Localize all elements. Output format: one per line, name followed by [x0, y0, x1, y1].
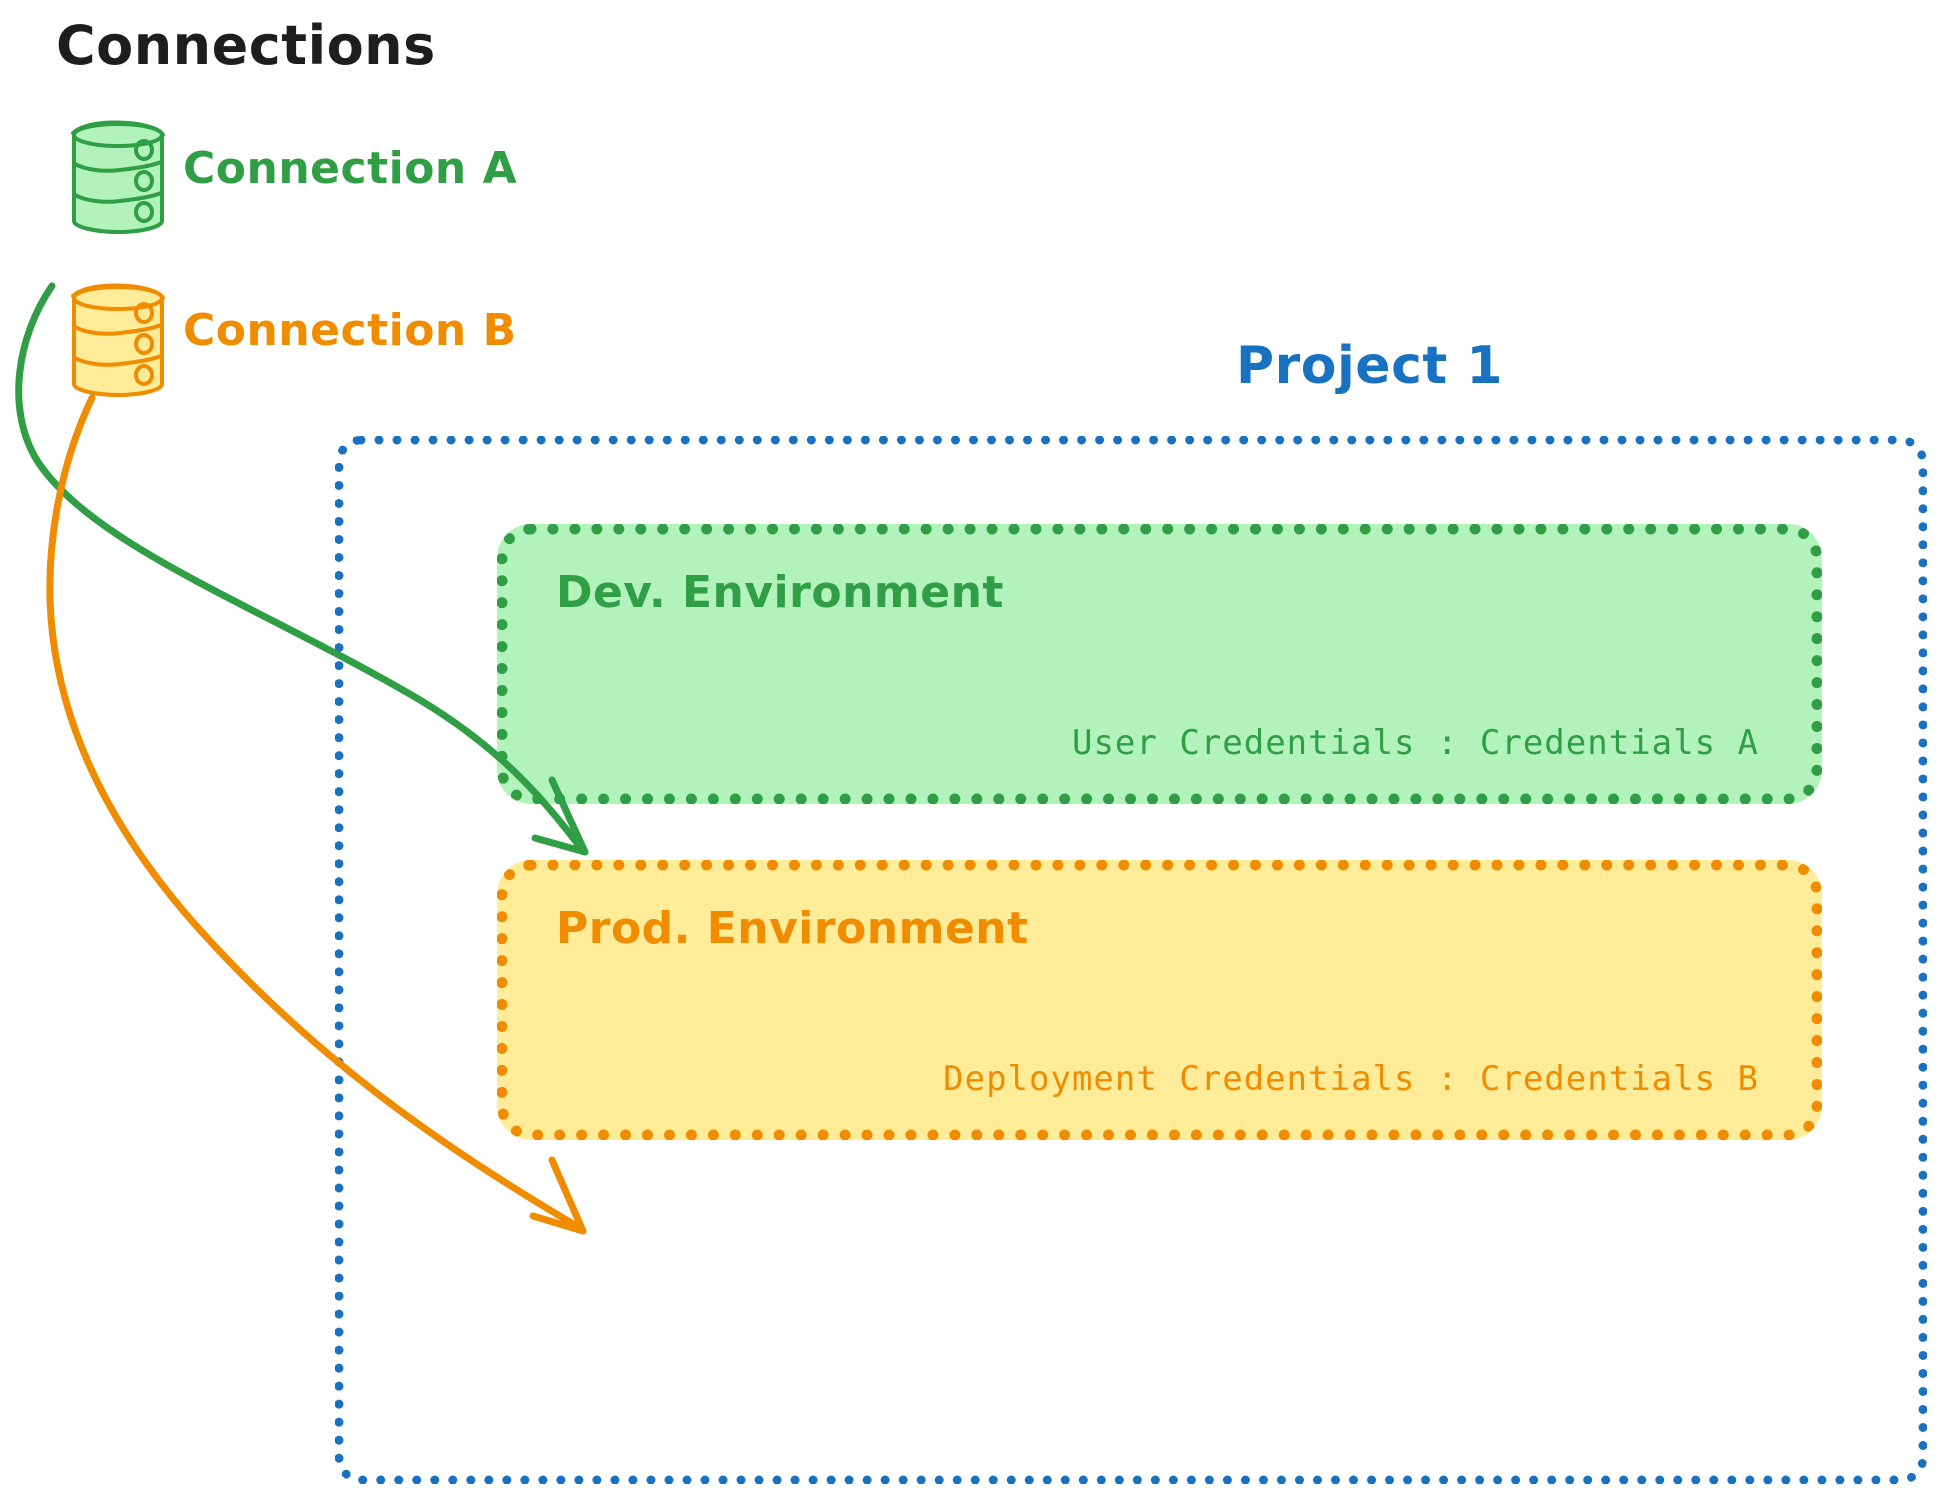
database-icon	[71, 120, 165, 234]
prod-environment-box[interactable]: Prod. Environment Deployment Credentials…	[497, 860, 1822, 1140]
connection-a-label: Connection A	[183, 143, 518, 194]
connection-b-label: Connection B	[183, 305, 517, 356]
database-icon	[71, 283, 165, 397]
dev-environment-title: Dev. Environment	[556, 567, 1004, 618]
connections-heading: Connections	[56, 14, 436, 77]
prod-environment-title: Prod. Environment	[556, 903, 1029, 954]
dev-credentials-text: User Credentials : Credentials A	[1071, 723, 1759, 763]
dev-environment-box[interactable]: Dev. Environment User Credentials : Cred…	[497, 524, 1822, 804]
project-title: Project 1	[1236, 336, 1504, 396]
prod-credentials-text: Deployment Credentials : Credentials B	[943, 1059, 1759, 1099]
